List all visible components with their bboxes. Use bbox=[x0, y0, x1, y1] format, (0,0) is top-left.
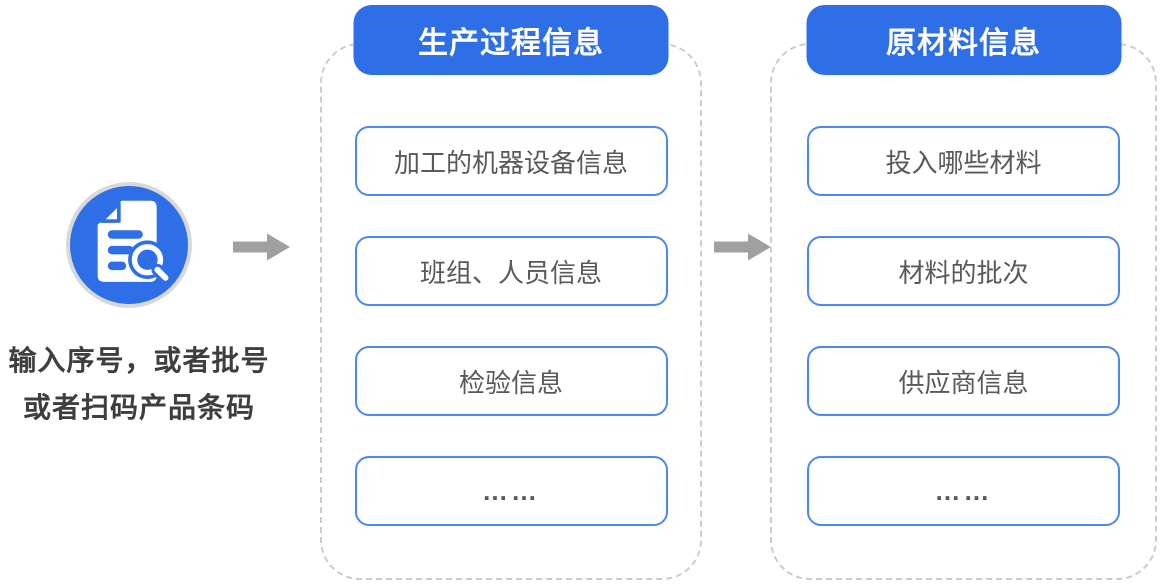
info-box-machine-equipment: 加工的机器设备信息 bbox=[354, 126, 668, 196]
panel-items-raw-materials: 投入哪些材料 材料的批次 供应商信息 …… bbox=[772, 45, 1155, 578]
input-caption-line-2: 或者扫码产品条码 bbox=[22, 392, 255, 423]
info-box-ellipsis: …… bbox=[807, 456, 1120, 526]
panel-title-production-process: 生产过程信息 bbox=[353, 5, 669, 75]
info-box-team-personnel: 班组、人员信息 bbox=[354, 236, 668, 306]
info-box-material-batch: 材料的批次 bbox=[807, 236, 1120, 306]
info-box-input-materials: 投入哪些材料 bbox=[807, 126, 1120, 196]
panel-title-raw-materials: 原材料信息 bbox=[806, 5, 1121, 75]
flow-arrow-icon bbox=[233, 233, 290, 261]
flow-arrow-icon bbox=[714, 233, 771, 261]
panel-raw-materials: 原材料信息 投入哪些材料 材料的批次 供应商信息 …… bbox=[770, 5, 1157, 580]
input-caption: 输入序号，或者批号 或者扫码产品条码 bbox=[0, 337, 278, 431]
info-box-inspection: 检验信息 bbox=[354, 346, 668, 416]
panel-production-process: 生产过程信息 加工的机器设备信息 班组、人员信息 检验信息 …… bbox=[320, 5, 702, 580]
panel-items-production-process: 加工的机器设备信息 班组、人员信息 检验信息 …… bbox=[322, 45, 700, 578]
info-box-ellipsis: …… bbox=[354, 456, 668, 526]
document-search-icon bbox=[66, 182, 192, 308]
info-box-supplier: 供应商信息 bbox=[807, 346, 1120, 416]
document-search-glyph bbox=[97, 200, 172, 284]
input-caption-line-1: 输入序号，或者批号 bbox=[8, 345, 270, 376]
